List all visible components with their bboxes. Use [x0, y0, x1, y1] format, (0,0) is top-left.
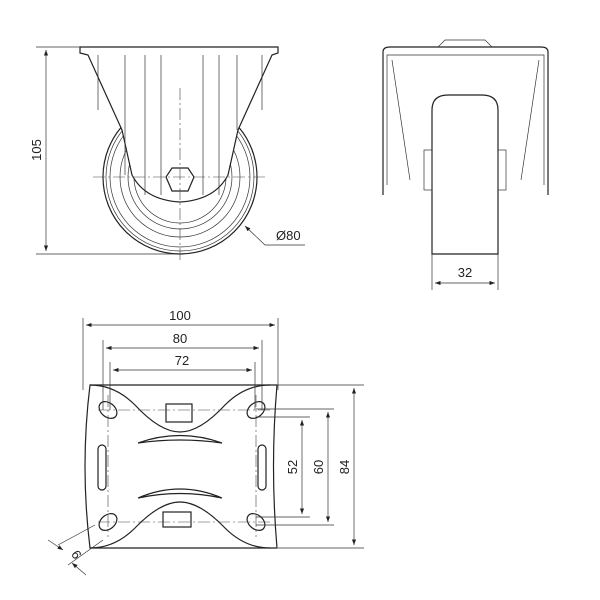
dim-32: 32 [458, 265, 472, 280]
dim-72: 72 [175, 353, 189, 368]
diameter-dimension: Ø80 [244, 225, 305, 246]
dim-100: 100 [169, 308, 191, 323]
bracket [79, 46, 279, 203]
mounting-holes [98, 401, 266, 531]
front-view: 105 Ø80 [29, 46, 305, 260]
dim-60: 60 [311, 460, 326, 474]
dim-52: 52 [285, 460, 300, 474]
dim-105: 105 [29, 139, 44, 161]
dim-80-holes: 80 [173, 331, 187, 346]
dim-80: Ø80 [276, 228, 301, 243]
bottom-view: 100 80 72 52 60 84 9 [47, 308, 364, 576]
width-dimension: 32 [431, 254, 499, 290]
vertical-dimensions: 52 60 84 [256, 384, 364, 549]
mounting-plate [84, 384, 278, 549]
slot-width-dimension: 9 [47, 524, 104, 576]
height-dimension: 105 [29, 46, 180, 255]
dim-84: 84 [337, 460, 352, 474]
side-view: 32 [382, 39, 549, 290]
dim-9: 9 [68, 547, 84, 562]
horizontal-dimensions: 100 80 72 [82, 308, 279, 410]
